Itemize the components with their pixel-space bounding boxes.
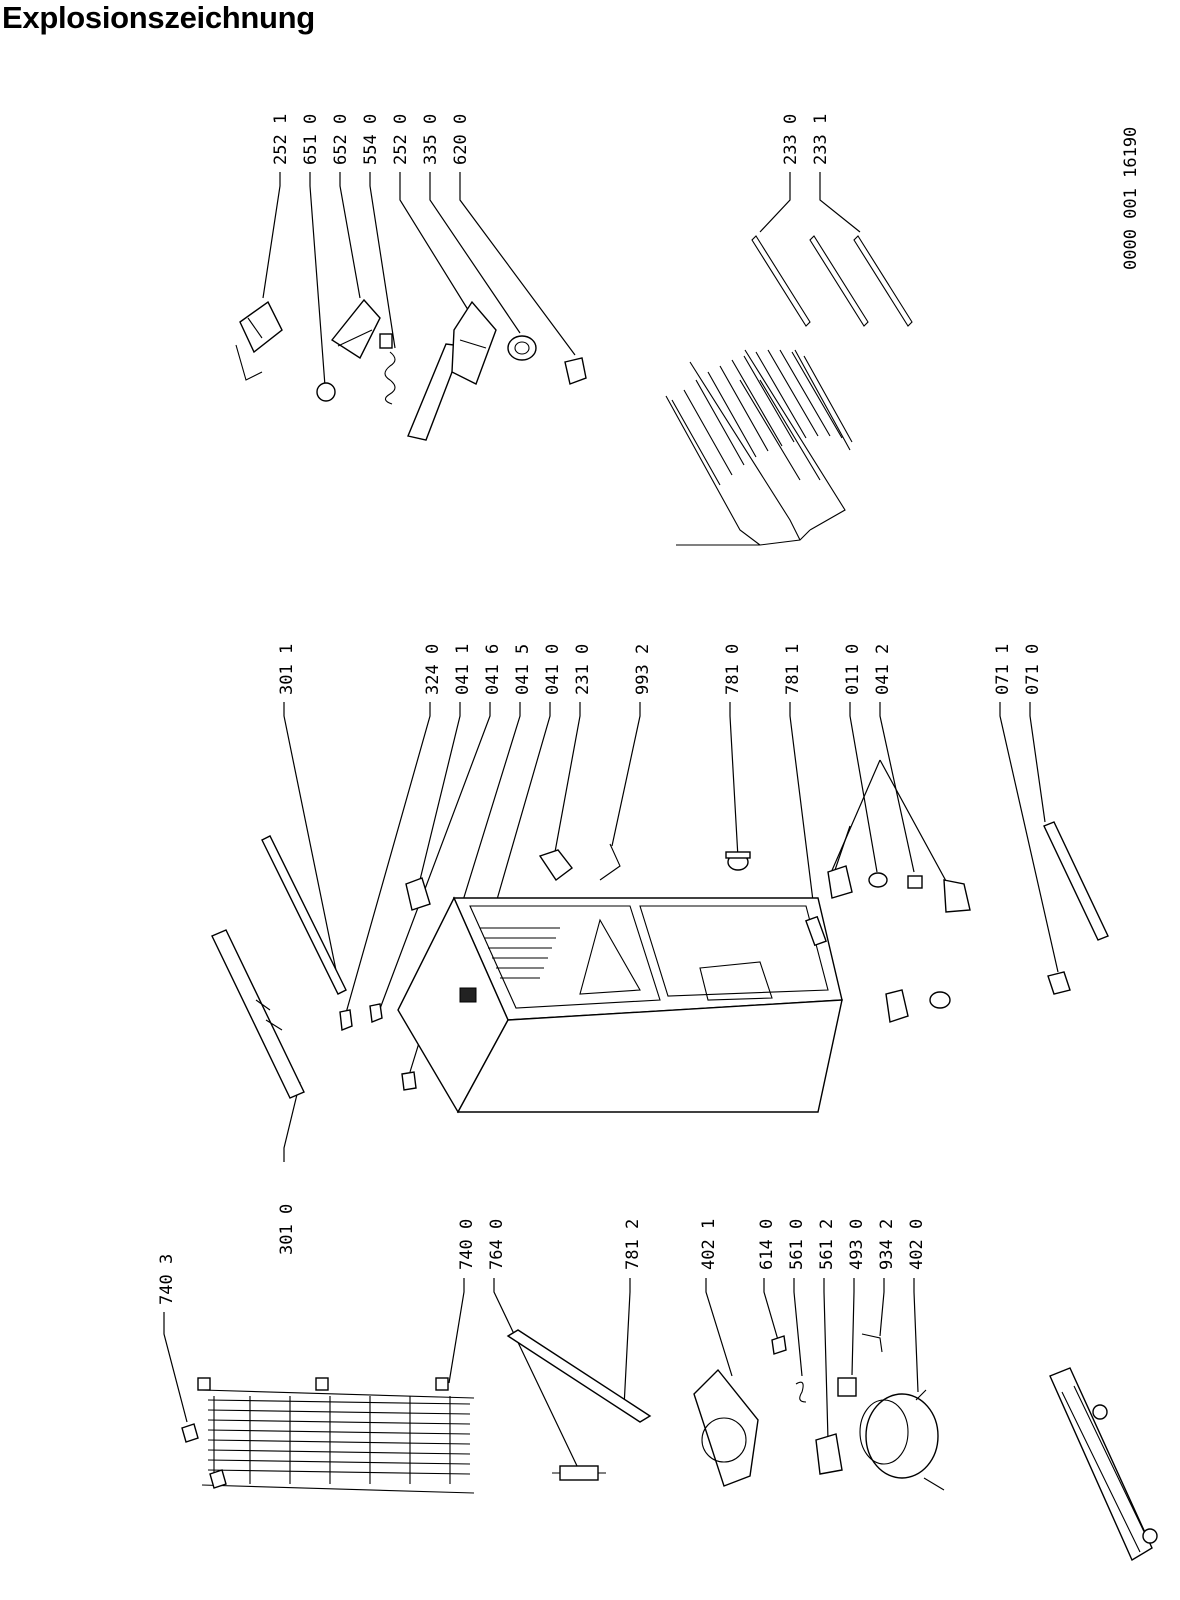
hinge-parts [827, 865, 971, 1023]
foot-part [725, 851, 951, 1009]
shelf-rails-part [751, 235, 913, 327]
part-label-0410: 041 0 [543, 644, 563, 695]
condenser-part [197, 1377, 475, 1494]
page-title: Explosionszeichnung [2, 0, 315, 35]
part-label-5610: 561 0 [787, 1219, 807, 1270]
part-label-9342: 934 2 [877, 1219, 897, 1270]
part-label-0416: 041 6 [483, 644, 503, 695]
compressor-plate-part [693, 1368, 759, 1487]
part-label-4020: 402 0 [907, 1219, 927, 1270]
control-panel-part [407, 300, 497, 441]
part-label-7812: 781 2 [623, 1219, 643, 1270]
part-label-0110: 011 0 [843, 644, 863, 695]
part-label-6520: 652 0 [331, 114, 351, 165]
part-label-3240: 324 0 [423, 644, 443, 695]
bottom-rail-part [211, 929, 305, 1099]
shelf-wire-grid [671, 349, 853, 486]
part-label-7403: 740 3 [157, 1254, 177, 1305]
spring-part [379, 333, 396, 405]
lamp-socket-part [316, 298, 381, 402]
base-frame-part [1049, 1367, 1158, 1562]
thermostat-housing-part [235, 300, 283, 381]
part-labels: 252 1 651 0 652 0 554 0 252 0 335 0 620 … [157, 114, 1141, 1305]
compressor-part [859, 1389, 945, 1491]
part-label-0412: 041 2 [873, 644, 893, 695]
part-label-5612: 561 2 [817, 1219, 837, 1270]
part-label-6200: 620 0 [451, 114, 471, 165]
part-label-6510: 651 0 [301, 114, 321, 165]
part-label-4021: 402 1 [699, 1219, 719, 1270]
sensor-cable-part [599, 843, 621, 881]
part-label-2521: 252 1 [271, 114, 291, 165]
cabinet-body-part [397, 896, 843, 1114]
top-rail-part [261, 835, 347, 995]
part-label-2330: 233 0 [781, 114, 801, 165]
part-label-7640: 764 0 [487, 1219, 507, 1270]
cover-cap-part [538, 849, 573, 882]
pin-part [805, 915, 827, 947]
part-label-0415: 041 5 [513, 644, 533, 695]
clip-part [564, 357, 587, 385]
relay-parts [771, 1333, 883, 1475]
part-label-7810: 781 0 [723, 644, 743, 695]
part-label-5540: 554 0 [361, 114, 381, 165]
part-label-7400: 740 0 [457, 1219, 477, 1270]
part-label-2331: 233 1 [811, 114, 831, 165]
part-label-4930: 493 0 [847, 1219, 867, 1270]
wire-shelves-part [665, 349, 853, 546]
brace-part [506, 1329, 652, 1423]
document-code: 0000 001 16190 [1121, 127, 1141, 270]
part-label-0710: 071 0 [1023, 644, 1043, 695]
door-rail-part [1043, 821, 1109, 995]
part-label-0711: 071 1 [993, 644, 1013, 695]
leader-lines [163, 172, 1059, 1469]
part-label-3011: 301 1 [277, 644, 297, 695]
knob-part [507, 335, 537, 361]
part-label-0411: 041 1 [453, 644, 473, 695]
part-label-3010: 301 0 [277, 1204, 297, 1255]
part-label-9932: 993 2 [633, 644, 653, 695]
drier-filter-part [552, 1465, 606, 1481]
part-label-2520: 252 0 [391, 114, 411, 165]
condenser-clip-part [181, 1423, 227, 1489]
part-label-6140: 614 0 [757, 1219, 777, 1270]
part-label-2310: 231 0 [573, 644, 593, 695]
hinge-bracket-part [339, 877, 431, 1091]
part-label-3350: 335 0 [421, 114, 441, 165]
part-label-7811: 781 1 [783, 644, 803, 695]
